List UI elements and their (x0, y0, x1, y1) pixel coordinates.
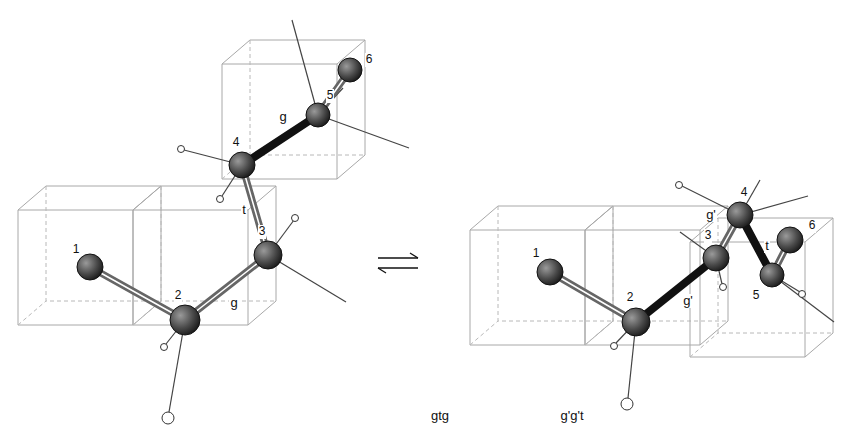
torsion-label: g (229, 296, 238, 310)
atom-number: 4 (232, 136, 241, 149)
conformer-label: gtg (430, 409, 450, 423)
conformer-label: g'g't (559, 409, 584, 423)
atom-number: 2 (174, 289, 183, 302)
torsion-label: g' (705, 208, 717, 222)
torsion-label: g (278, 110, 287, 124)
atom-number: 6 (365, 53, 374, 66)
torsion-label: t (764, 239, 770, 253)
torsion-label: g' (682, 294, 694, 308)
atom-number: 3 (704, 229, 713, 242)
atom-number: 5 (326, 89, 335, 102)
atom-number: 4 (740, 186, 749, 199)
atom-number: 2 (626, 291, 635, 304)
atom-number: 1 (72, 243, 81, 256)
atom-number: 5 (752, 289, 761, 302)
atom-number: 6 (808, 219, 817, 232)
atom-number: 1 (532, 247, 541, 260)
torsion-label: t (241, 203, 247, 217)
atom-number: 3 (258, 225, 267, 238)
